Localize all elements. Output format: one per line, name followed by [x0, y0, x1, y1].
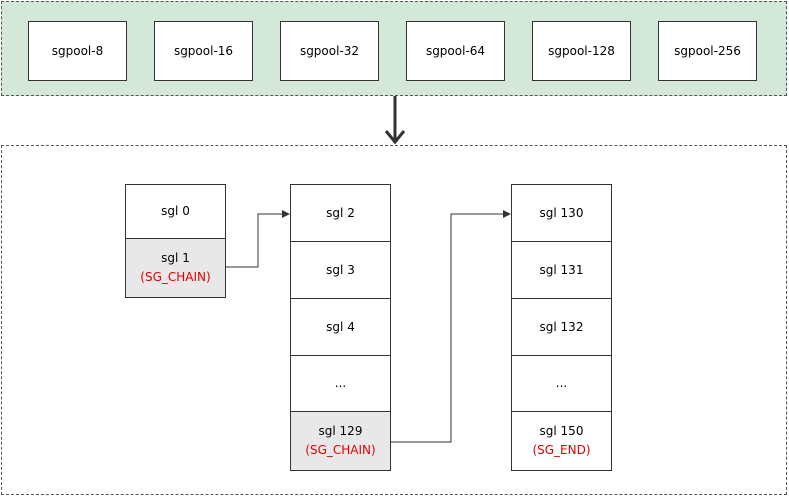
sgl-label: sgl 4	[326, 319, 355, 334]
pool-label: sgpool-256	[674, 44, 741, 58]
sgl-ellipsis-cell: ...	[290, 355, 391, 412]
sg-chain-tag: (SG_CHAIN)	[305, 443, 376, 457]
sgl-label: sgl 3	[326, 262, 355, 277]
sgl-label: sgl 2	[326, 205, 355, 220]
sgl-ellipsis-cell: ...	[511, 355, 612, 412]
sgl-label: sgl 129	[318, 424, 363, 438]
sg-end-tag: (SG_END)	[532, 443, 591, 457]
sgl-label: ...	[555, 376, 568, 390]
sgl-chain-cell: sgl 129 (SG_CHAIN)	[290, 411, 391, 471]
sgl-label: sgl 1	[161, 251, 190, 265]
sgl-cell: sgl 2	[290, 184, 391, 242]
sgpool-8-box: sgpool-8	[28, 21, 127, 81]
pool-label: sgpool-16	[173, 44, 234, 58]
sgl-cell: sgl 130	[511, 184, 612, 242]
sgpool-128-box: sgpool-128	[532, 21, 631, 81]
sgl-cell: sgl 131	[511, 241, 612, 299]
sgl-end-cell: sgl 150 (SG_END)	[511, 411, 612, 471]
sgl-label: sgl 0	[161, 204, 190, 218]
sgl-label: sgl 150	[539, 424, 584, 438]
chain-arrow-2	[391, 210, 511, 443]
sgl-label: sgl 132	[539, 319, 584, 334]
sgl-cell: sgl 0	[125, 184, 226, 239]
pool-label: sgpool-8	[51, 44, 104, 58]
sgpool-32-box: sgpool-32	[280, 21, 379, 81]
sgl-label: sgl 131	[539, 262, 584, 277]
sg-chain-tag: (SG_CHAIN)	[140, 270, 211, 284]
sgl-chain-cell: sgl 1 (SG_CHAIN)	[125, 238, 226, 298]
sgpool-panel: sgpool-8 sgpool-16 sgpool-32 sgpool-64 s…	[1, 1, 787, 96]
sgl-cell: sgl 4	[290, 298, 391, 356]
sgpool-256-box: sgpool-256	[658, 21, 757, 81]
pool-label: sgpool-32	[299, 44, 360, 58]
pool-to-sgl-arrow	[384, 96, 406, 145]
pool-label: sgpool-64	[425, 44, 486, 58]
chain-arrow-1	[226, 210, 290, 268]
sgpool-64-box: sgpool-64	[406, 21, 505, 81]
sgpool-16-box: sgpool-16	[154, 21, 253, 81]
sgl-label: ...	[334, 376, 347, 390]
sgl-label: sgl 130	[539, 205, 584, 220]
pool-label: sgpool-128	[548, 44, 615, 58]
